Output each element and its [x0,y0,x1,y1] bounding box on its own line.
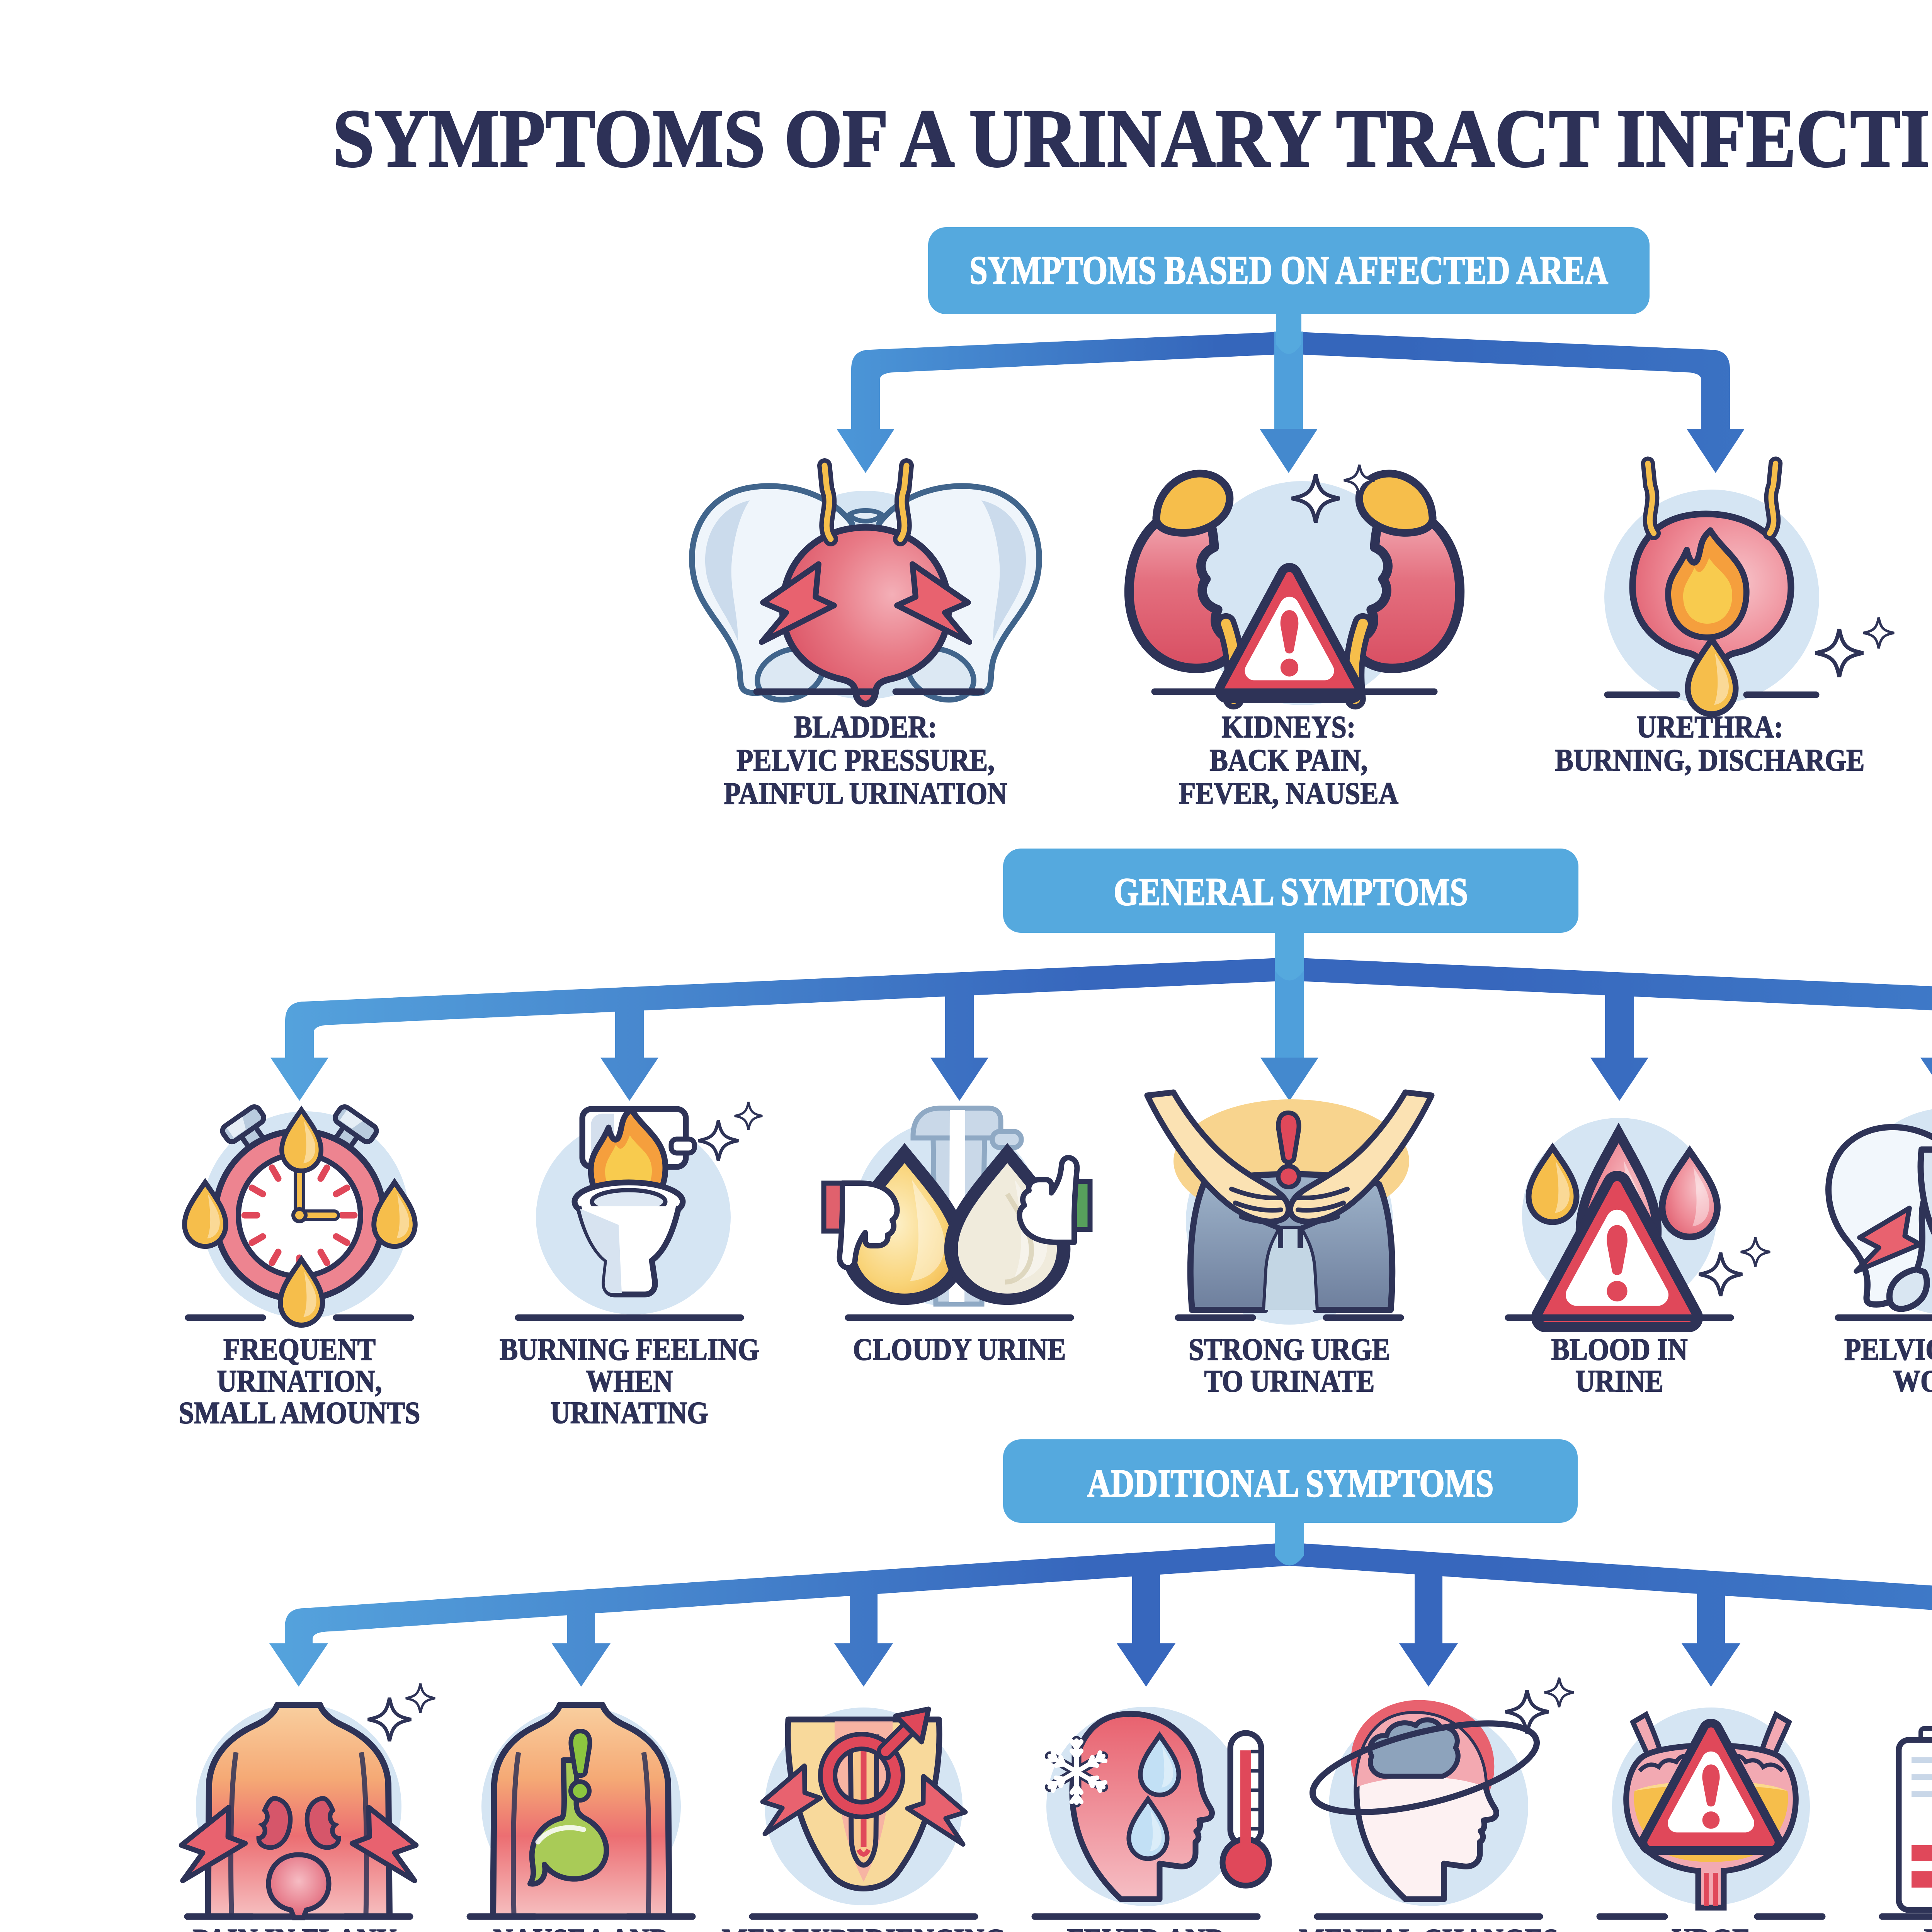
svg-text:FEVER AND: FEVER AND [1067,1923,1225,1932]
svg-text:BURNING FEELING: BURNING FEELING [500,1333,759,1367]
svg-text:WHEN: WHEN [586,1364,673,1398]
svg-text:BLOOD IN: BLOOD IN [1551,1333,1688,1367]
svg-text:FEVER, NAUSEA: FEVER, NAUSEA [1179,777,1398,811]
svg-text:BACK PAIN,: BACK PAIN, [1210,743,1368,777]
svg-text:BLADDER:: BLADDER: [794,710,937,744]
svg-text:SYMPTOMS BASED ON AFFECTED ARE: SYMPTOMS BASED ON AFFECTED AREA [969,248,1608,293]
svg-text:EXTREME: EXTREME [1924,1923,1932,1932]
svg-text:BURNING, DISCHARGE: BURNING, DISCHARGE [1555,743,1865,777]
svg-text:WOMEN: WOMEN [1893,1364,1932,1398]
svg-text:PAIN IN FLANK,: PAIN IN FLANK, [193,1923,405,1932]
svg-text:URINE: URINE [1575,1364,1663,1398]
svg-text:KIDNEYS:: KIDNEYS: [1222,710,1356,744]
svg-text:ADDITIONAL SYMPTOMS: ADDITIONAL SYMPTOMS [1087,1462,1494,1505]
svg-text:URGE: URGE [1672,1923,1751,1932]
svg-text:STRONG URGE: STRONG URGE [1189,1333,1390,1367]
svg-text:PAINFUL URINATION: PAINFUL URINATION [724,777,1007,811]
svg-text:NAUSEA AND: NAUSEA AND [493,1923,669,1932]
svg-text:CLOUDY URINE: CLOUDY URINE [853,1333,1066,1367]
svg-text:FREQUENT: FREQUENT [223,1333,376,1367]
svg-text:URETHRA:: URETHRA: [1637,710,1783,744]
svg-text:PELVIC PRESSURE,: PELVIC PRESSURE, [736,743,995,777]
svg-text:SMALL AMOUNTS: SMALL AMOUNTS [179,1396,420,1430]
svg-text:GENERAL SYMPTOMS: GENERAL SYMPTOMS [1114,870,1468,914]
svg-text:URINATION,: URINATION, [217,1364,382,1398]
svg-text:MENTAL CHANGES: MENTAL CHANGES [1299,1923,1558,1932]
svg-text:SYMPTOMS OF A URINARY TRACT IN: SYMPTOMS OF A URINARY TRACT INFECTION (U… [333,93,1932,184]
svg-text:MEN EXPERIENCING: MEN EXPERIENCING [722,1923,1006,1932]
svg-text:TO URINATE: TO URINATE [1204,1364,1375,1398]
svg-text:URINATING: URINATING [551,1396,709,1430]
svg-text:PELVIC PAIN IN: PELVIC PAIN IN [1844,1333,1932,1367]
